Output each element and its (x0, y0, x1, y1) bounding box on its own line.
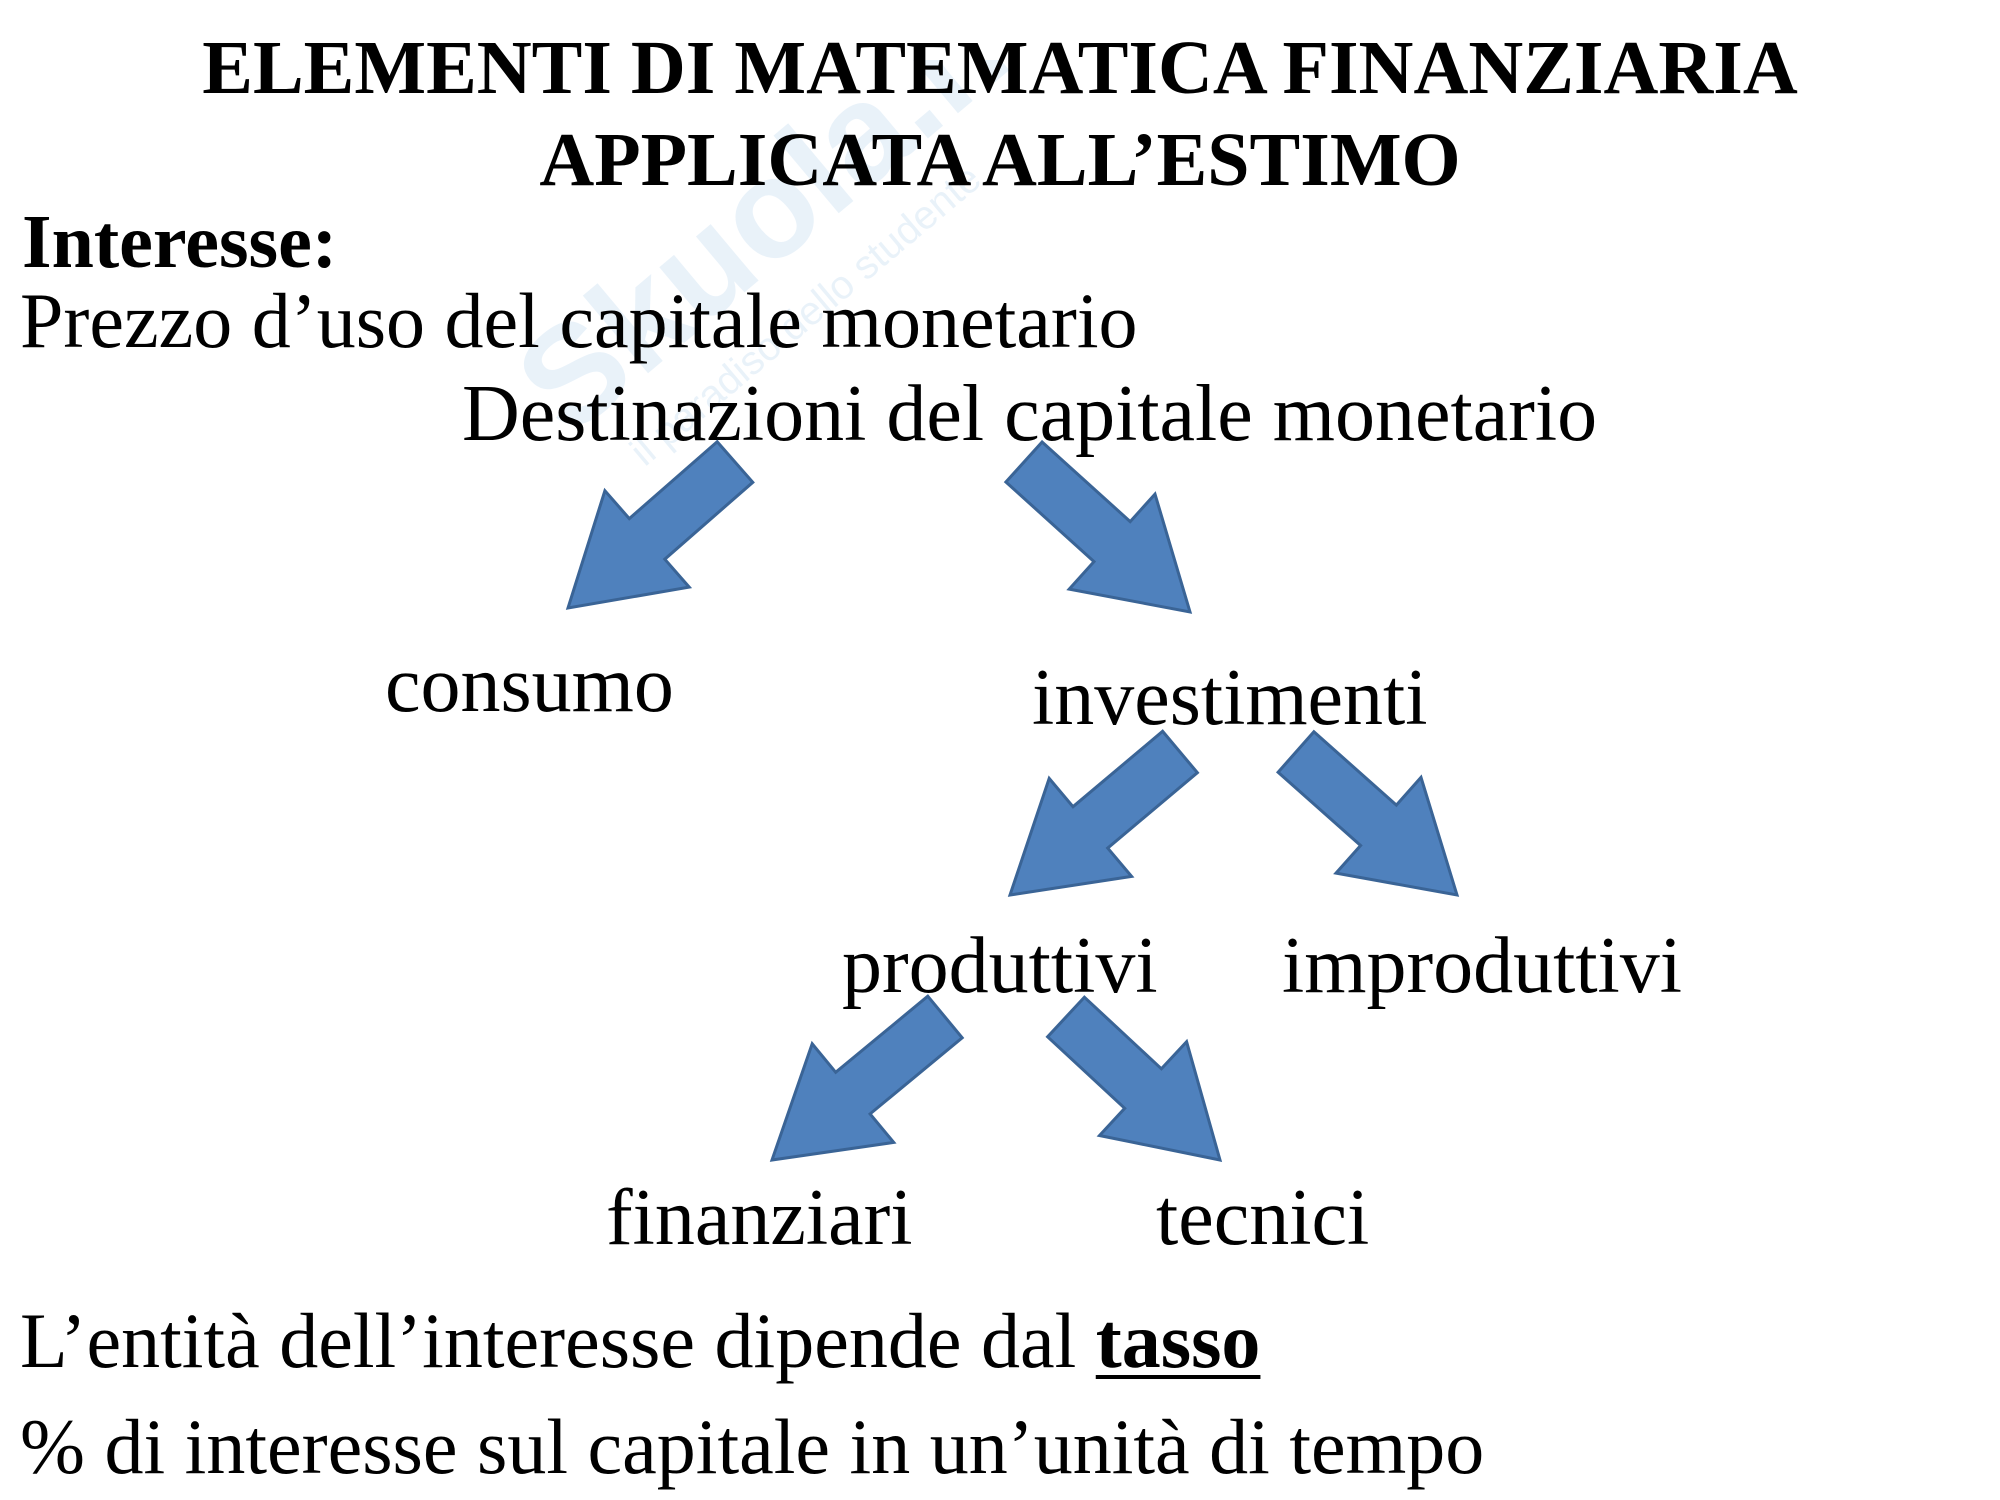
section-heading: Interesse: (22, 200, 338, 284)
node-produttivi: produttivi (842, 922, 1158, 1010)
interest-definition: Prezzo d’uso del capitale monetario (20, 277, 1138, 364)
arrow-to-investimenti (1003, 439, 1193, 614)
arrow-to-consumo (565, 439, 755, 610)
rate-definition: % di interesse sul capitale in un’unità … (20, 1403, 1485, 1490)
slide-title-line2: APPLICATA ALL’ESTIMO (539, 118, 1461, 202)
node-improduttivi: improduttivi (1282, 922, 1682, 1010)
slide-title-line1: ELEMENTI DI MATEMATICA FINANZIARIA (202, 26, 1798, 110)
node-tecnici: tecnici (1156, 1174, 1370, 1262)
node-investimenti: investimenti (1032, 654, 1428, 742)
arrow-to-produttivi (1007, 729, 1200, 897)
tasso-keyword: tasso (1095, 1297, 1261, 1384)
arrow-to-improduttivi (1275, 729, 1460, 897)
interest-rate-sentence: L’entità dell’interesse dipende dal tass… (20, 1302, 1260, 1380)
watermark-logo: Skuola.net il paradiso dello studente (487, 60, 1020, 474)
arrow-to-tecnici (1045, 995, 1223, 1162)
diagram-root-label: Destinazioni del capitale monetario (462, 370, 1598, 458)
node-finanziari: finanziari (606, 1174, 913, 1262)
interest-rate-prefix: L’entità dell’interesse dipende dal (20, 1297, 1096, 1384)
node-consumo: consumo (385, 641, 674, 729)
arrow-to-finanziari (769, 994, 965, 1162)
